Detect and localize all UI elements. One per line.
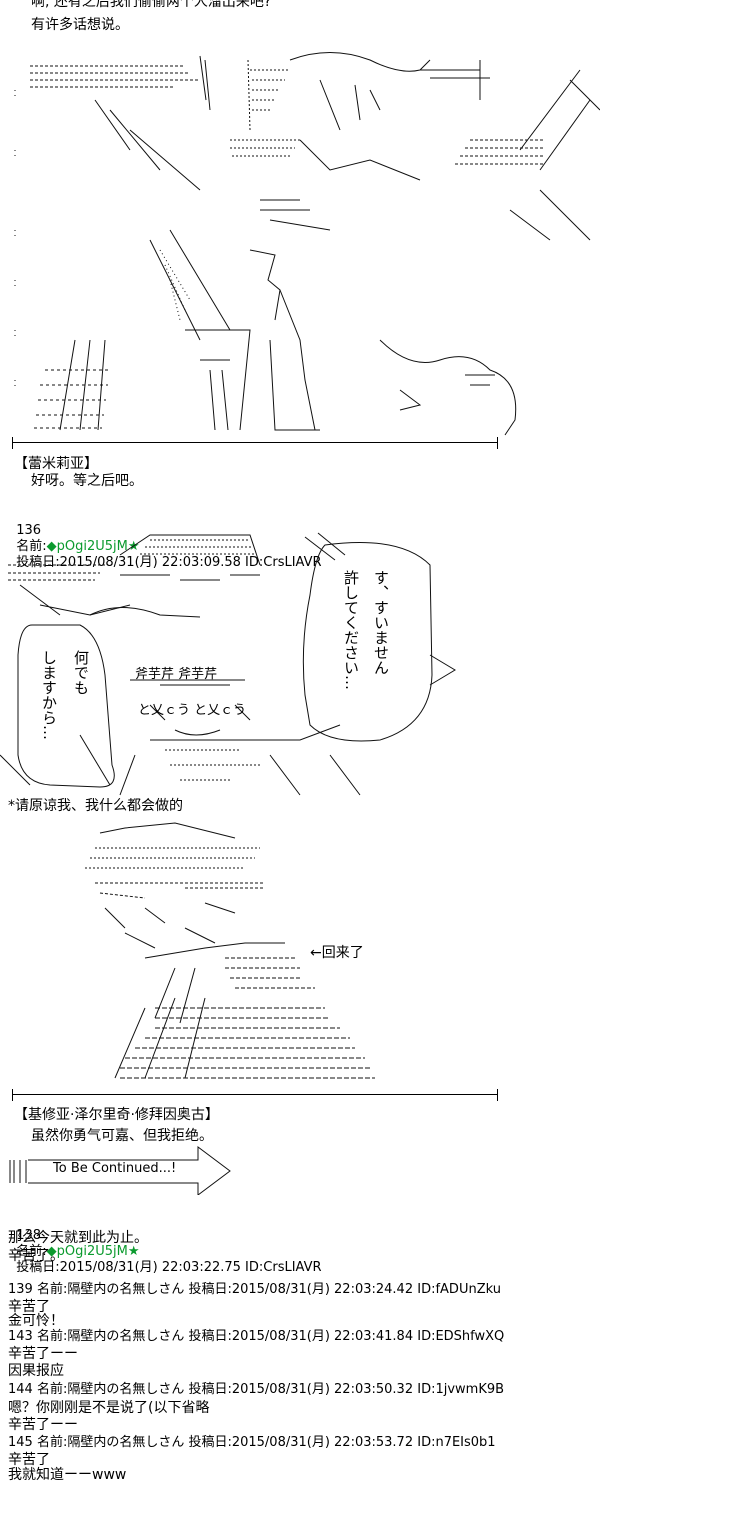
- post-number: 138: [16, 1228, 42, 1243]
- aa-eyes-text: 斧芋芹 斧芋芹: [135, 667, 218, 682]
- bubble-text-anything: 何でも: [72, 650, 90, 695]
- aa-mouth-text: と乂ｃう と乂ｃう: [138, 703, 247, 718]
- post-body-line: 辛苦了。: [8, 1248, 64, 1264]
- post-number: 136: [16, 523, 42, 538]
- speaker-line: 好呀。等之后吧。: [31, 473, 143, 489]
- post-body-line: 辛苦了ーー: [8, 1346, 78, 1362]
- speaker-name-2: 【基修亚·泽尔里奇·修拜因奥古】: [14, 1107, 219, 1123]
- tbc-text: To Be Continued...!: [53, 1161, 177, 1176]
- tripcode: ◆pOgi2U5jM: [46, 539, 128, 554]
- post-header-145: 145 名前:隔壁内の名無しさん 投稿日:2015/08/31(月) 22:03…: [8, 1435, 496, 1450]
- post-body-line: 金可怜！: [8, 1313, 64, 1329]
- post-header-143: 143 名前:隔壁内の名無しさん 投稿日:2015/08/31(月) 22:03…: [8, 1329, 505, 1344]
- divider-line: [12, 437, 498, 449]
- star-icon: ★: [127, 539, 140, 554]
- post-body-line: 我就知道ーーwww: [8, 1467, 127, 1483]
- aa-arrow-label: ←回来了: [310, 945, 364, 961]
- translation-note: *请原谅我、我什么都会做的: [8, 798, 183, 814]
- post-body-line: 辛苦了: [8, 1299, 50, 1315]
- bubble-text-forgive: 許してください…: [342, 570, 360, 690]
- post-body-line: 嗯？你刚刚是不是说了(以下省略: [8, 1400, 210, 1416]
- post-header-139: 139 名前:隔壁内の名無しさん 投稿日:2015/08/31(月) 22:03…: [8, 1282, 501, 1297]
- top-line-1: 啊, 还有之后我们偷偷两个人溜出来吧?: [31, 0, 272, 10]
- top-line-2: 有许多话想说。: [31, 17, 129, 33]
- bubble-text-sorry: す、すいません: [372, 570, 390, 675]
- ascii-art-scene-1: [0, 40, 600, 440]
- post-body-line: 因果报应: [8, 1363, 64, 1379]
- ascii-art-figure-3: ←回来了: [85, 818, 385, 1090]
- post-body-line: 辛苦了ーー: [8, 1417, 78, 1433]
- post-body-line: 辛苦了: [8, 1452, 50, 1468]
- post-header-136: 136 名前:◆pOgi2U5jM★ 投稿日:2015/08/31(月) 22:…: [8, 507, 322, 571]
- name-label: 名前:: [16, 539, 47, 554]
- speaker-line-2: 虽然你勇气可嘉、但我拒绝。: [31, 1128, 213, 1144]
- tripcode: ◆pOgi2U5jM: [46, 1244, 128, 1259]
- bubble-text-will-do: しますから…: [40, 650, 58, 740]
- post-header-138: 138 名前:◆pOgi2U5jM★ 投稿日:2015/08/31(月) 22:…: [8, 1212, 322, 1276]
- speaker-name: 【蕾米莉亚】: [14, 456, 98, 472]
- divider-line: [12, 1089, 498, 1101]
- star-icon: ★: [127, 1244, 140, 1259]
- post-meta: 投稿日:2015/08/31(月) 22:03:09.58 ID:CrsLIAV…: [16, 555, 322, 570]
- name-label: 名前:: [16, 1244, 47, 1259]
- to-be-continued-arrow: To Be Continued...!: [8, 1145, 240, 1195]
- post-body-line: 那么今天就到此为止。: [8, 1230, 148, 1246]
- ascii-art-scene-2: す、すいません 許してください… 何でも しますから… 斧芋芹 斧芋芹 と乂ｃう…: [0, 525, 470, 797]
- post-meta: 投稿日:2015/08/31(月) 22:03:22.75 ID:CrsLIAV…: [16, 1260, 322, 1275]
- post-header-144: 144 名前:隔壁内の名無しさん 投稿日:2015/08/31(月) 22:03…: [8, 1382, 505, 1397]
